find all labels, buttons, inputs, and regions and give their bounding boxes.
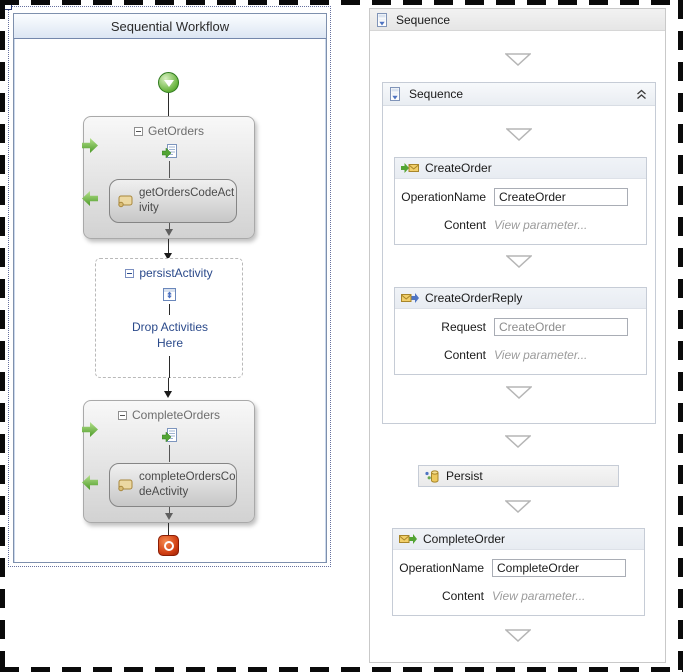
activity-get-orders-code[interactable]: getOrdersCodeActivity xyxy=(109,179,237,223)
connector-line xyxy=(169,445,170,462)
send-reply-envelope-icon xyxy=(401,292,419,304)
complete-orders-label: CompleteOrders xyxy=(131,408,221,422)
sequence-outer-activity[interactable]: Sequence Sequence xyxy=(369,8,666,663)
drop-activities-hint: Drop Activities Here xyxy=(131,320,209,350)
sequence-icon xyxy=(387,86,403,102)
view-parameter-link[interactable]: View parameter... xyxy=(494,348,588,362)
request-label: Request xyxy=(441,320,486,334)
start-arrow-icon xyxy=(163,80,174,87)
persist-header: persistActivity xyxy=(96,266,242,280)
sequence-icon xyxy=(374,12,390,28)
collapse-icon[interactable] xyxy=(125,268,135,278)
connector-line xyxy=(169,304,170,315)
connector-arrowhead-icon xyxy=(164,391,172,398)
persist-title: Persist xyxy=(446,469,483,483)
activity-persist[interactable]: persistActivity Drop Activities Here xyxy=(95,258,243,378)
complete-orders-code-label: completeOrdersCodeActivity xyxy=(139,471,236,498)
sequential-workflow-title-bar[interactable]: Sequential Workflow xyxy=(14,14,326,39)
code-activity-icon xyxy=(162,143,178,159)
drop-target-triangle-icon[interactable] xyxy=(505,128,533,142)
complete-orders-header: CompleteOrders xyxy=(84,408,254,422)
drop-target-triangle-icon[interactable] xyxy=(505,255,533,269)
activity-persist-wf4[interactable]: Persist xyxy=(418,465,619,487)
activity-get-orders[interactable]: GetOrders getOrdersCodeActivity xyxy=(83,116,255,239)
end-ring-icon xyxy=(163,540,174,551)
screenshot-border xyxy=(678,0,683,672)
collapse-icon[interactable] xyxy=(133,126,143,136)
create-order-reply-title: CreateOrderReply xyxy=(425,291,523,305)
sequence-outer-label: Sequence xyxy=(396,12,451,27)
sequence-outer-header[interactable]: Sequence xyxy=(370,9,665,31)
sequential-workflow-designer: Sequential Workflow GetOrders xyxy=(13,13,327,563)
connector-arrowhead-icon xyxy=(165,513,173,520)
connector-line xyxy=(168,523,169,536)
connector-line xyxy=(169,507,170,514)
connector-arrowhead-icon xyxy=(165,229,173,236)
sequence-inner-label: Sequence xyxy=(409,87,464,101)
activity-create-order[interactable]: CreateOrder OperationName Content View p… xyxy=(394,157,647,245)
screenshot-border xyxy=(0,0,5,672)
drop-target-triangle-icon[interactable] xyxy=(505,386,533,400)
connector-line xyxy=(169,161,170,178)
create-order-reply-header[interactable]: CreateOrderReply xyxy=(395,288,646,309)
get-orders-code-label: getOrdersCodeActivity xyxy=(139,187,235,214)
workflow-end-icon xyxy=(158,535,179,556)
operation-name-label: OperationName xyxy=(399,561,484,575)
screenshot-border xyxy=(0,667,683,672)
connector-line xyxy=(168,93,169,116)
operation-name-input[interactable] xyxy=(494,188,628,206)
persist-activity-icon xyxy=(162,287,177,302)
create-order-header[interactable]: CreateOrder xyxy=(395,158,646,179)
workflow-canvas: GetOrders getOrdersCodeActivity xyxy=(14,40,326,562)
request-input[interactable] xyxy=(494,318,628,336)
persist-label: persistActivity xyxy=(139,266,213,280)
connector-arrowhead-icon xyxy=(164,253,172,260)
receive-envelope-icon xyxy=(399,533,417,545)
view-parameter-link[interactable]: View parameter... xyxy=(492,589,586,603)
connector-line xyxy=(169,356,170,378)
complete-order-title: CompleteOrder xyxy=(423,532,506,546)
workflow-start-icon xyxy=(158,72,179,93)
activity-complete-orders-code[interactable]: completeOrdersCodeActivity xyxy=(109,463,237,507)
drop-target-triangle-icon[interactable] xyxy=(504,500,532,514)
collapse-icon[interactable] xyxy=(117,410,127,420)
scroll-icon xyxy=(117,194,134,208)
content-label: Content xyxy=(441,589,484,603)
scroll-icon xyxy=(117,478,134,492)
operation-name-input[interactable] xyxy=(492,559,626,577)
receive-envelope-icon xyxy=(401,162,419,174)
complete-order-header[interactable]: CompleteOrder xyxy=(393,529,644,550)
code-activity-icon xyxy=(162,427,178,443)
drop-target-triangle-icon[interactable] xyxy=(504,629,532,643)
activity-create-order-reply[interactable]: CreateOrderReply Request Content View pa… xyxy=(394,287,647,375)
collapse-chevron-icon[interactable] xyxy=(635,89,648,100)
screenshot-border xyxy=(0,0,683,5)
content-label: Content xyxy=(443,348,486,362)
sequence-inner-activity[interactable]: Sequence CreateOrder OperationName xyxy=(382,82,656,424)
drop-target-triangle-icon[interactable] xyxy=(504,435,532,449)
view-parameter-link[interactable]: View parameter... xyxy=(494,218,588,232)
create-order-title: CreateOrder xyxy=(425,161,492,175)
content-label: Content xyxy=(443,218,486,232)
sequential-workflow-title: Sequential Workflow xyxy=(110,18,230,34)
connector-line xyxy=(169,223,170,230)
persist-database-icon xyxy=(424,469,440,484)
connector-line xyxy=(168,239,169,254)
drop-target-triangle-icon[interactable] xyxy=(504,53,532,67)
selection-rectangle xyxy=(8,6,331,567)
connector-line xyxy=(168,378,169,391)
sequence-inner-header[interactable]: Sequence xyxy=(383,83,655,106)
get-orders-header: GetOrders xyxy=(84,124,254,138)
activity-complete-order[interactable]: CompleteOrder OperationName Content View… xyxy=(392,528,645,616)
operation-name-label: OperationName xyxy=(401,190,486,204)
activity-complete-orders[interactable]: CompleteOrders completeOrdersCodeActivit… xyxy=(83,400,255,523)
get-orders-label: GetOrders xyxy=(147,124,204,138)
